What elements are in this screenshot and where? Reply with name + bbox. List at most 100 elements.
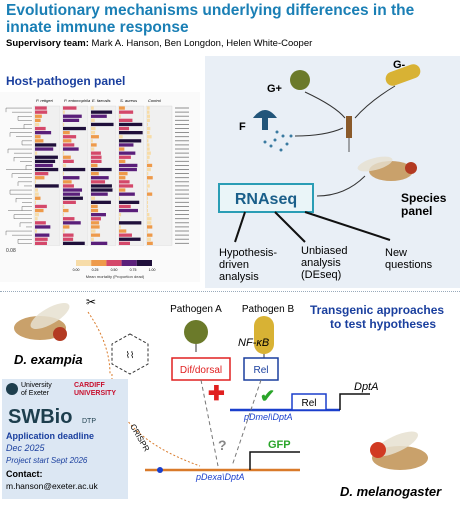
heatmap-bar [35, 200, 36, 204]
pathogen-a-label: Pathogen A [170, 304, 222, 315]
rel-binding-label: Rel [301, 398, 316, 409]
legend-tick: 0.25 [92, 268, 99, 272]
species-row-label [175, 136, 189, 138]
arrow-gplus [304, 91, 346, 119]
swbio-logo: SWBio [8, 406, 72, 428]
heatmap-bar [147, 188, 148, 192]
heatmap-bar [147, 229, 148, 233]
heatmap-bar [63, 221, 81, 225]
arrow-new-questions [304, 211, 391, 241]
heatmap-bar [63, 237, 74, 241]
heatmap-bar [63, 114, 82, 118]
heatmap-bar [147, 208, 148, 213]
heatmap-bar [63, 147, 79, 151]
injection-needle-icon [346, 116, 352, 152]
legend-swatch [76, 260, 92, 266]
heatmap-bar [63, 217, 75, 221]
heatmap-bar [147, 135, 152, 139]
heatmap-bar [91, 200, 111, 204]
arrow-fly-to-rnaseq [316, 175, 366, 197]
exeter-logo-icon [6, 383, 18, 395]
heatmap-bar [35, 126, 46, 131]
heatmap-bar [147, 114, 150, 118]
heatmap-bar [119, 221, 142, 225]
deadline-value: Dec 2025 [6, 443, 46, 453]
legend-label: Mean mortality (Proportion dead) [86, 274, 145, 279]
species-row-label [175, 148, 189, 150]
nfkb-label: NF-κB [238, 337, 269, 349]
fungus-icon [253, 110, 293, 152]
heatmap-bar [35, 147, 54, 151]
gram-negative-icon [385, 64, 421, 86]
fly-icon-exampia [14, 303, 70, 341]
heatmap-bar [35, 159, 56, 163]
legend-tick: 0.50 [111, 268, 118, 272]
heatmap-bar [63, 151, 65, 155]
heatmap-bar [147, 184, 150, 188]
heatmap-bar [91, 163, 98, 168]
heatmap-bar [119, 180, 130, 184]
heatmap-bar [147, 122, 148, 127]
heatmap-bar [119, 126, 130, 131]
heatmap-bar [63, 229, 65, 233]
heatmap-bar [147, 131, 150, 135]
heatmap-bar [119, 118, 133, 122]
heatmap-bar [91, 143, 97, 147]
rel-label: Rel [253, 365, 268, 376]
legend-tick: 0.75 [130, 268, 137, 272]
heatmap-bar [63, 204, 65, 209]
rel-binding-box [291, 393, 327, 411]
heatmap-bar [91, 208, 99, 213]
heatmap-bar [119, 147, 125, 151]
species-row-label [175, 197, 189, 199]
heatmap-bar [119, 196, 120, 200]
heatmap-bar [91, 237, 94, 241]
dashed-arrow-rel [231, 379, 262, 467]
species-row-label [175, 193, 189, 195]
tree-scale-value: 0.08 [6, 248, 16, 254]
heatmap-bar [35, 196, 41, 200]
heatmap-bar [35, 122, 40, 127]
phylogenetic-tree [5, 107, 32, 244]
deadline-label: Application deadline [6, 431, 94, 441]
heatmap-bar [91, 225, 100, 229]
heatmap-bar [63, 163, 67, 168]
heatmap-bar [63, 192, 80, 196]
heatmap-bar [63, 172, 64, 176]
heatmap-bar [119, 167, 137, 172]
heatmap-bar [119, 241, 131, 245]
heatmap-bar [91, 217, 101, 221]
host-pathogen-title: Host-pathogen panel [6, 74, 126, 88]
heatmap-bar [63, 208, 69, 213]
heatmap-bar [63, 213, 64, 217]
heatmap-bar [147, 237, 151, 241]
heatmap-bar [147, 163, 153, 168]
heatmap-bar [119, 229, 127, 233]
crispr-label: CRISPR [128, 423, 151, 454]
heatmap-bar [147, 225, 153, 229]
heatmap-column-header: S. aureus [120, 98, 137, 103]
heatmap-bar [35, 241, 47, 245]
heatmap-bar [91, 151, 101, 155]
heatmap-bar [147, 159, 149, 163]
heatmap-bar [91, 213, 106, 217]
heatmap-bar [91, 122, 114, 127]
fly-icon-species [357, 156, 417, 181]
heatmap-bar [119, 131, 143, 135]
heatmap-bar [119, 151, 136, 155]
contact-email[interactable]: m.hanson@exeter.ac.uk [6, 481, 99, 491]
heatmap-bar [147, 221, 152, 225]
heatmap-bar [147, 139, 149, 143]
heatmap-bar [91, 204, 98, 209]
heatmap-bar [63, 122, 65, 127]
section-divider [0, 291, 460, 293]
species-row-label [175, 206, 189, 207]
heatmap-bar [63, 155, 71, 159]
species-row-label [175, 119, 189, 121]
